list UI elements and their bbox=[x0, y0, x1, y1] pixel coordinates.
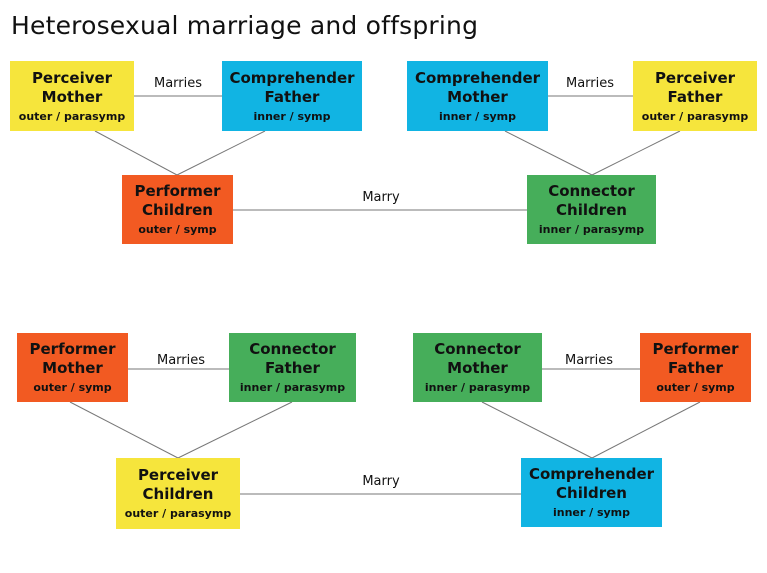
marries-label: Marries bbox=[565, 76, 615, 91]
offspring-line bbox=[177, 401, 293, 459]
offspring-line bbox=[591, 401, 701, 459]
box-traits: outer / parasymp bbox=[124, 507, 232, 520]
box-member: Children bbox=[142, 485, 214, 503]
box-performer-children: Performer Children outer / symp bbox=[122, 175, 233, 244]
box-traits: inner / parasymp bbox=[424, 381, 531, 394]
box-member: Father bbox=[668, 359, 723, 377]
box-member: Mother bbox=[447, 87, 508, 106]
box-traits: outer / symp bbox=[656, 381, 735, 394]
box-role: Performer bbox=[652, 340, 739, 358]
box-member: Father bbox=[264, 87, 320, 106]
box-perceiver-mother: Perceiver Mother outer / parasymp bbox=[10, 61, 134, 131]
box-connector-mother: Connector Mother inner / parasymp bbox=[413, 333, 542, 402]
box-member: Father bbox=[667, 87, 723, 106]
box-role: Performer bbox=[134, 182, 221, 200]
box-member: Mother bbox=[42, 359, 103, 377]
box-performer-mother: Performer Mother outer / symp bbox=[17, 333, 128, 402]
page-title: Heterosexual marriage and offspring bbox=[11, 11, 479, 40]
offspring-line bbox=[504, 130, 593, 176]
box-connector-father: Connector Father inner / parasymp bbox=[229, 333, 356, 402]
box-traits: inner / parasymp bbox=[239, 381, 346, 394]
marries-label: Marries bbox=[564, 353, 614, 368]
offspring-line bbox=[481, 401, 593, 459]
box-member: Children bbox=[142, 201, 213, 219]
box-performer-father: Performer Father outer / symp bbox=[640, 333, 751, 402]
box-member: Children bbox=[556, 201, 627, 219]
box-role: Perceiver bbox=[137, 466, 219, 484]
box-traits: inner / parasymp bbox=[538, 223, 645, 236]
box-comprehender-father: Comprehender Father inner / symp bbox=[222, 61, 362, 131]
box-traits: inner / symp bbox=[438, 109, 517, 123]
box-role: Comprehender bbox=[414, 68, 541, 87]
box-member: Children bbox=[556, 484, 627, 502]
box-role: Connector bbox=[249, 340, 336, 358]
marry-label: Marry bbox=[362, 474, 400, 489]
box-role: Connector bbox=[434, 340, 521, 358]
box-perceiver-children: Perceiver Children outer / parasymp bbox=[116, 458, 240, 529]
box-role: Perceiver bbox=[31, 68, 113, 87]
box-role: Comprehender bbox=[528, 465, 655, 483]
box-comprehender-children: Comprehender Children inner / symp bbox=[521, 458, 662, 527]
box-role: Performer bbox=[29, 340, 116, 358]
box-member: Mother bbox=[447, 359, 508, 377]
box-perceiver-father: Perceiver Father outer / parasymp bbox=[633, 61, 757, 131]
box-member: Mother bbox=[41, 87, 103, 106]
box-connector-children: Connector Children inner / parasymp bbox=[527, 175, 656, 244]
box-role: Connector bbox=[548, 182, 635, 200]
offspring-line bbox=[176, 130, 266, 176]
box-traits: inner / symp bbox=[552, 506, 631, 519]
marries-label: Marries bbox=[156, 353, 206, 368]
box-member: Father bbox=[265, 359, 320, 377]
offspring-line bbox=[94, 130, 178, 176]
box-role: Perceiver bbox=[654, 68, 736, 87]
box-traits: inner / symp bbox=[253, 109, 331, 123]
box-traits: outer / parasymp bbox=[641, 109, 749, 123]
box-traits: outer / symp bbox=[138, 223, 217, 236]
marries-label: Marries bbox=[153, 76, 203, 91]
box-comprehender-mother: Comprehender Mother inner / symp bbox=[407, 61, 548, 131]
box-traits: outer / parasymp bbox=[18, 109, 126, 123]
offspring-line bbox=[69, 401, 179, 459]
offspring-line bbox=[591, 130, 681, 176]
marry-label: Marry bbox=[362, 190, 400, 205]
box-traits: outer / symp bbox=[33, 381, 112, 394]
box-role: Comprehender bbox=[229, 68, 355, 87]
